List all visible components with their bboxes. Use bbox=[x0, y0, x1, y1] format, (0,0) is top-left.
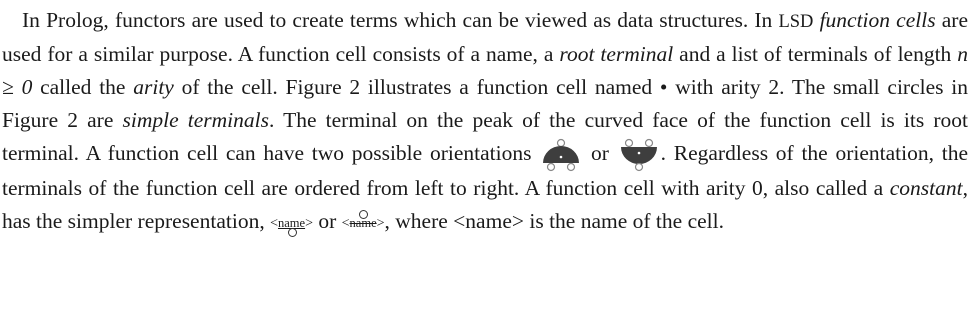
function-cell-bowl-down-icon bbox=[617, 138, 661, 172]
text-segment: or bbox=[312, 209, 342, 234]
math-n-geq-0: n ≥ 0 bbox=[2, 42, 969, 99]
text-segment: of the cell. Figure 2 illustrates a func… bbox=[2, 75, 969, 132]
term-function-cells: function cells bbox=[819, 8, 936, 32]
constant-up-name: name bbox=[277, 216, 306, 231]
constant-down-marker: <name> bbox=[342, 210, 385, 231]
text-segment: are used for a similar purpose. A functi… bbox=[2, 8, 969, 66]
text-segment: and a list of terminals of length bbox=[673, 42, 958, 66]
text-segment: called the bbox=[32, 75, 134, 99]
constant-up-marker: <name> bbox=[270, 216, 313, 238]
term-constant: constant bbox=[889, 176, 963, 201]
term-simple-terminals: simple terminals bbox=[122, 108, 269, 132]
text-segment: or bbox=[583, 141, 617, 165]
text-segment: , where <name> is the name of the cell. bbox=[384, 209, 724, 234]
term-arity: arity bbox=[133, 75, 174, 99]
terminal-circle-icon bbox=[287, 228, 297, 238]
paragraph: In Prolog, functors are used to create t… bbox=[2, 4, 968, 238]
text-segment: . Regardless of the orientation, the ter… bbox=[2, 141, 968, 201]
term-root-terminal: root terminal bbox=[559, 42, 674, 66]
lsd-acronym: LSD bbox=[778, 11, 814, 31]
text-segment: . The terminal on the peak of the curved… bbox=[2, 108, 968, 165]
constant-down-name: name bbox=[349, 216, 377, 231]
text-segment: In Prolog, functors are used to create t… bbox=[22, 8, 779, 32]
text-segment: , has the simpler representation, bbox=[2, 176, 968, 234]
function-cell-dome-up-icon bbox=[539, 138, 583, 172]
terminal-circle-icon bbox=[359, 210, 369, 220]
